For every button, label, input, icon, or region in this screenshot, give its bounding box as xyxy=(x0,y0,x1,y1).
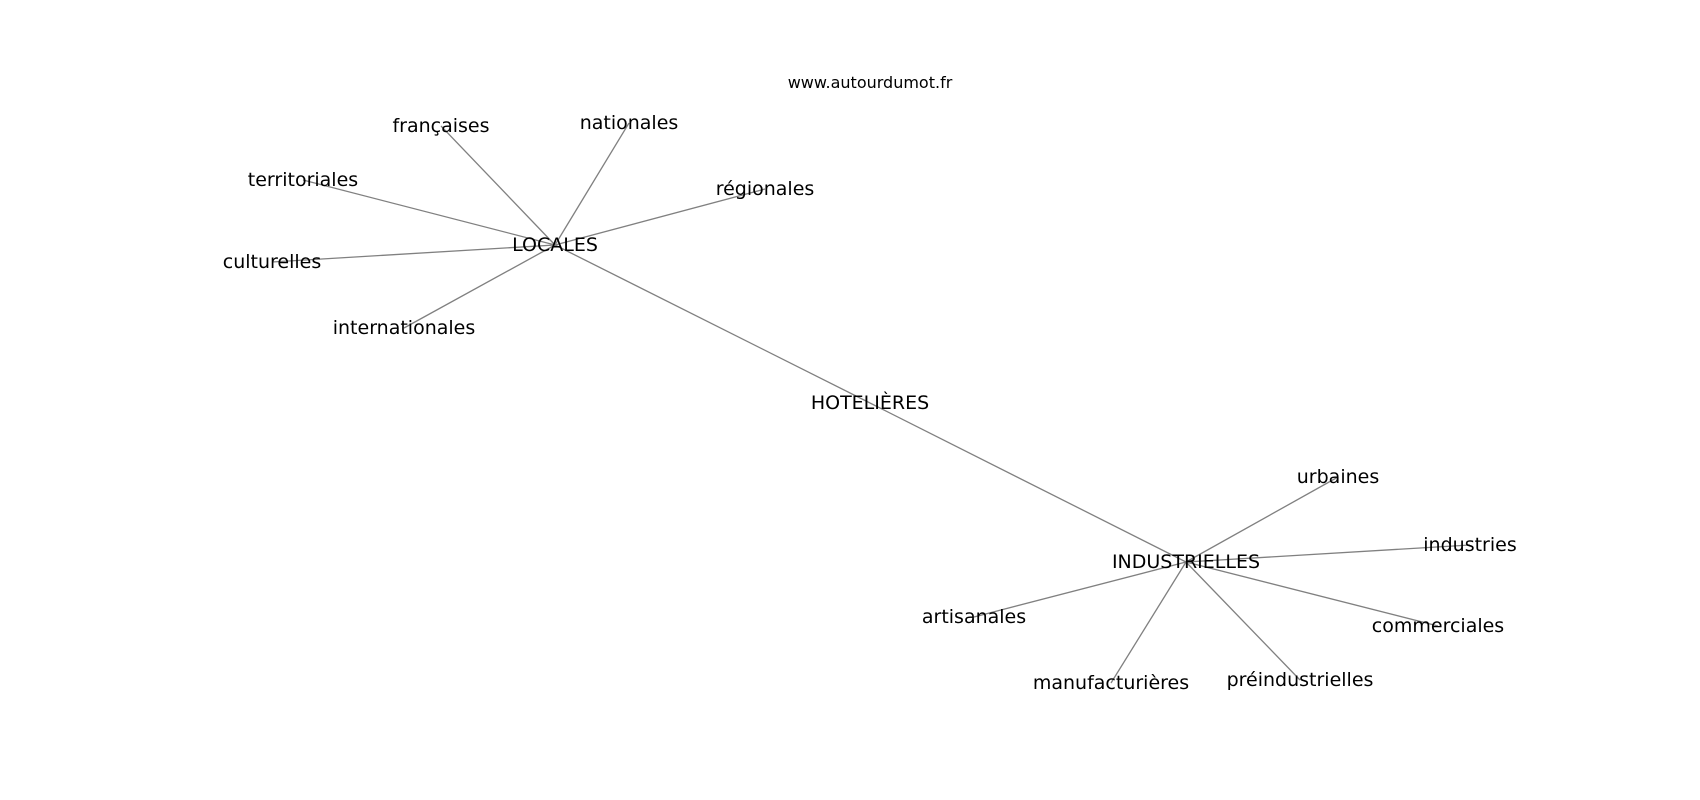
node-label-artisanales: artisanales xyxy=(922,606,1026,628)
edge-hotelieres-industrielles xyxy=(869,402,1187,563)
source-watermark: www.autourdumot.fr xyxy=(788,73,953,92)
edge-locales-culturelles xyxy=(271,244,556,263)
edge-industrielles-preindustrielles xyxy=(1185,561,1301,681)
edge-hotelieres-locales xyxy=(554,244,871,404)
node-label-internationales: internationales xyxy=(333,317,476,339)
node-label-regionales: régionales xyxy=(716,178,815,200)
node-label-urbaines: urbaines xyxy=(1297,466,1379,488)
node-label-territoriales: territoriales xyxy=(248,169,358,191)
graph-edges xyxy=(271,122,1471,684)
node-label-preindustrielles: préindustrielles xyxy=(1227,669,1374,691)
edge-locales-regionales xyxy=(554,188,766,246)
node-label-commerciales: commerciales xyxy=(1372,615,1504,637)
edge-industrielles-artisanales xyxy=(973,561,1187,618)
node-label-francaises: françaises xyxy=(392,115,489,137)
node-label-culturelles: culturelles xyxy=(223,251,322,273)
node-label-locales: LOCALES xyxy=(512,234,598,256)
node-label-industrielles: INDUSTRIELLES xyxy=(1112,551,1260,573)
edge-industrielles-industries xyxy=(1185,544,1471,563)
edge-locales-nationales xyxy=(554,122,630,246)
edge-locales-francaises xyxy=(440,125,556,246)
edge-locales-internationales xyxy=(403,244,556,329)
edge-locales-territoriales xyxy=(302,179,556,246)
node-label-nationales: nationales xyxy=(580,112,679,134)
node-label-industries: industries xyxy=(1423,534,1516,556)
node-label-hotelieres: HOTELIÈRES xyxy=(811,391,929,414)
graph-nodes: HOTELIÈRES LOCALES INDUSTRIELLES françaises… xyxy=(223,112,1517,694)
edge-industrielles-manufacturieres xyxy=(1110,561,1187,684)
node-label-manufacturieres: manufacturières xyxy=(1033,672,1189,694)
edge-industrielles-commerciales xyxy=(1185,561,1439,627)
edge-industrielles-urbaines xyxy=(1185,476,1339,563)
